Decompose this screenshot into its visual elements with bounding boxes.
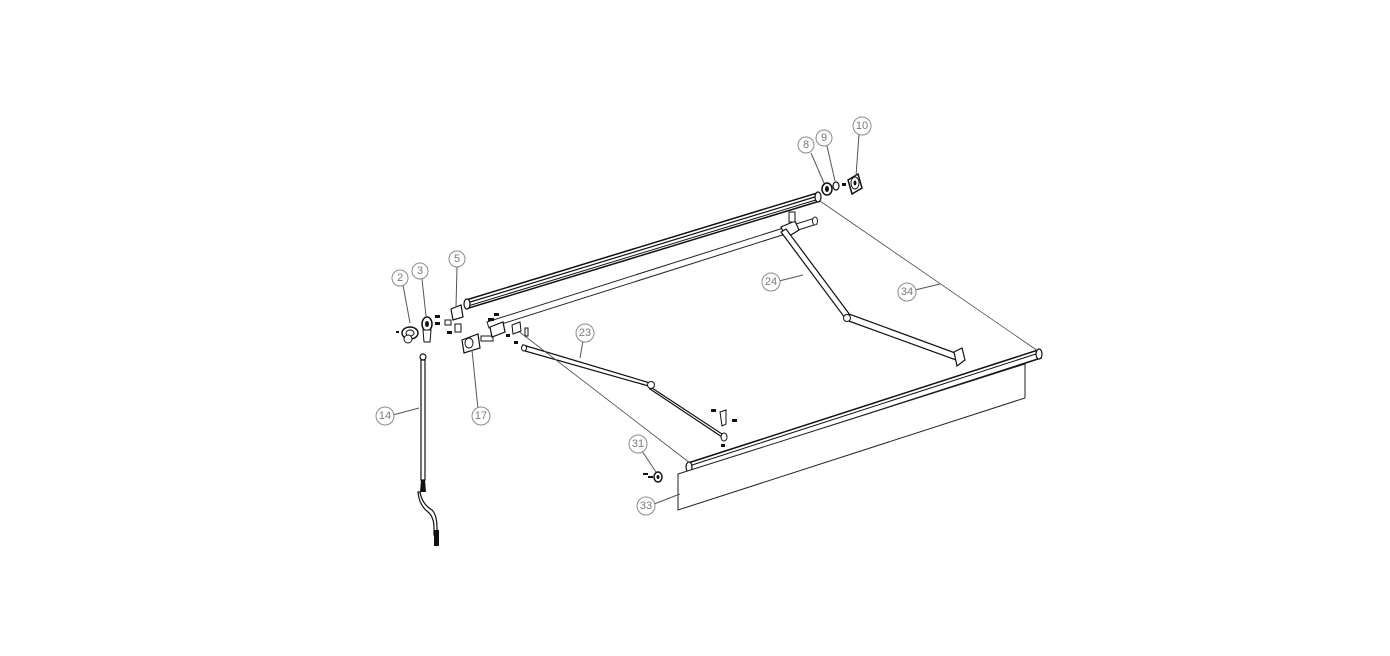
front-bar [685, 348, 1043, 473]
callout-14-label: 14 [379, 410, 391, 422]
callout-8-label: 8 [803, 139, 809, 151]
callout-9: 9 [815, 129, 833, 147]
valance [677, 363, 1026, 511]
callout-17-label: 17 [475, 410, 487, 422]
callout-34-label: 34 [901, 286, 913, 298]
callout-8: 8 [797, 136, 815, 154]
callout-14: 14 [375, 406, 395, 426]
left-end-hardware [396, 304, 529, 354]
end-cap [643, 471, 663, 483]
left-arm [521, 344, 737, 447]
callout-2-label: 2 [397, 272, 403, 284]
callout-23-label: 23 [579, 327, 591, 339]
callout-23: 23 [575, 323, 595, 343]
crank-handle [417, 353, 439, 546]
callout-5-label: 5 [454, 253, 460, 265]
callout-33: 33 [636, 496, 656, 516]
leader-lines [392, 133, 941, 505]
right-end-hardware [821, 172, 863, 196]
callout-3: 3 [411, 262, 429, 280]
callout-9-label: 9 [821, 132, 827, 144]
callout-2: 2 [391, 269, 409, 287]
right-arm [780, 228, 966, 368]
callout-10-label: 10 [856, 120, 868, 132]
callout-24: 24 [761, 272, 781, 292]
support-bar [486, 216, 818, 329]
callout-31-label: 31 [632, 438, 644, 450]
callout-5: 5 [448, 250, 466, 268]
callout-34: 34 [897, 282, 917, 302]
callout-33-label: 33 [640, 500, 652, 512]
callout-17: 17 [471, 406, 491, 426]
callout-31: 31 [628, 434, 648, 454]
callout-3-label: 3 [417, 265, 423, 277]
callout-24-label: 24 [765, 276, 777, 288]
roller-tube [463, 191, 822, 310]
fabric-edge-lines [516, 200, 1039, 464]
callout-10: 10 [852, 116, 872, 136]
